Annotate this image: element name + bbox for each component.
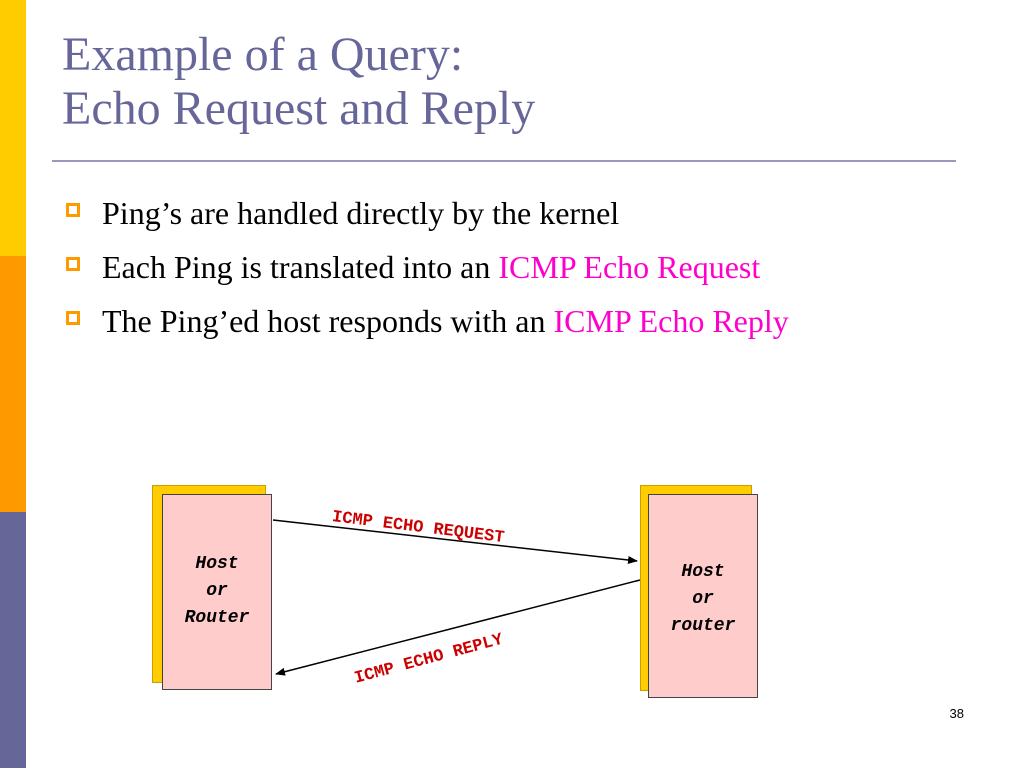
bullet-highlight: ICMP Echo Reply xyxy=(553,303,789,339)
slide-title: Example of a Query: Echo Request and Rep… xyxy=(62,28,962,136)
left-bar-orange xyxy=(0,256,26,512)
title-line-2: Echo Request and Reply xyxy=(62,82,536,135)
bullet-item-1: Ping’s are handled directly by the kerne… xyxy=(60,188,960,238)
hollow-square-bullet-icon xyxy=(66,257,80,271)
arrows-svg xyxy=(272,519,641,676)
right-host-line-3: router xyxy=(670,616,736,636)
right-host-line-2: or xyxy=(692,589,714,609)
left-host-line-3: Router xyxy=(184,608,250,628)
left-bar-purple xyxy=(0,512,26,768)
bullet-list: Ping’s are handled directly by the kerne… xyxy=(60,188,960,350)
right-host-box: Host or router xyxy=(648,494,758,698)
bullet-text: The Ping’ed host responds with an xyxy=(102,303,554,339)
bullet-text: Ping’s are handled directly by the kerne… xyxy=(102,195,620,231)
left-host-box: Host or Router xyxy=(162,494,272,690)
right-host-line-1: Host xyxy=(681,562,725,582)
title-divider xyxy=(52,160,956,162)
bullet-item-3: The Ping’ed host responds with an ICMP E… xyxy=(60,296,960,346)
hollow-square-bullet-icon xyxy=(66,203,80,217)
left-host-line-2: or xyxy=(206,581,228,601)
left-bar-yellow xyxy=(0,0,26,256)
bullet-item-2: Each Ping is translated into an ICMP Ech… xyxy=(60,242,960,292)
request-arrow xyxy=(272,519,638,564)
reply-arrow xyxy=(275,579,641,676)
title-line-1: Example of a Query: xyxy=(62,28,464,81)
hollow-square-bullet-icon xyxy=(66,311,80,325)
bullet-highlight: ICMP Echo Request xyxy=(498,249,761,285)
bullet-text: Each Ping is translated into an xyxy=(102,249,499,285)
page-number: 38 xyxy=(949,706,964,721)
left-host-line-1: Host xyxy=(195,554,239,574)
echo-diagram: Host or Router Host or router ICMP ECHO … xyxy=(140,470,790,710)
